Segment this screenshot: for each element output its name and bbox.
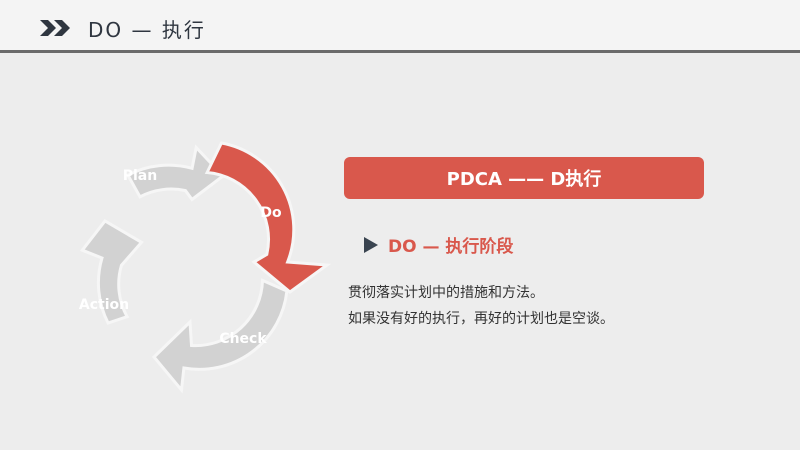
banner-title: PDCA —— D执行 [446, 169, 602, 190]
stage-label-check: Check [219, 331, 267, 347]
stage-label-action: Action [79, 297, 129, 313]
section-description: 贯彻落实计划中的措施和方法。 如果没有好的执行，再好的计划也是空谈。 [348, 280, 614, 332]
cycle-arrow-do [204, 141, 332, 294]
cycle-arrow-action [79, 219, 144, 325]
header-divider [0, 50, 800, 53]
pdca-cycle-diagram: Plan Do Check Action [79, 141, 332, 394]
page-title: DO — 执行 [88, 18, 206, 42]
cycle-arrow-plan [125, 144, 226, 202]
section-heading-text: DO — 执行阶段 [388, 237, 514, 257]
stage-label-plan: Plan [123, 168, 157, 184]
pdca-banner: PDCA —— D执行 [344, 157, 704, 199]
description-line: 如果没有好的执行，再好的计划也是空谈。 [348, 311, 614, 327]
double-chevron-right-icon [40, 20, 70, 36]
stage-label-do: Do [260, 205, 282, 221]
section-heading: DO — 执行阶段 [364, 232, 513, 257]
description-line: 贯彻落实计划中的措施和方法。 [348, 285, 544, 301]
cycle-arrow-check [151, 278, 289, 394]
triangle-bullet-icon [364, 236, 378, 253]
header-bar: DO — 执行 [0, 0, 800, 53]
